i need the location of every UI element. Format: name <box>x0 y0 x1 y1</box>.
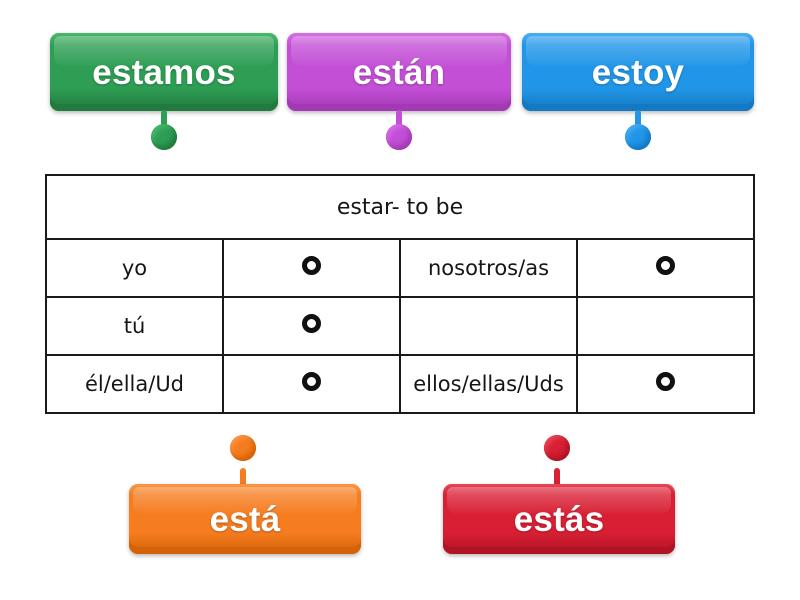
label-text: estamos <box>92 52 236 92</box>
drop-target-dot[interactable] <box>656 372 675 391</box>
draggable-label-esta[interactable]: está <box>129 484 361 554</box>
table-title-row: estar- to be <box>45 174 755 240</box>
drop-target-cell[interactable] <box>576 354 755 414</box>
pin-head <box>625 124 651 150</box>
pin-head <box>151 124 177 150</box>
label-text: estoy <box>591 52 685 92</box>
draggable-label-estas[interactable]: estás <box>443 484 675 554</box>
draggable-label-estan[interactable]: están <box>287 33 511 111</box>
empty-cell <box>576 296 755 356</box>
subject-cell-empty <box>399 296 578 356</box>
conjugation-table: estar- to be yo nosotros/as tú <box>45 174 755 414</box>
drop-target-dot[interactable] <box>302 256 321 275</box>
subject-cell: ellos/ellas/Uds <box>399 354 578 414</box>
drop-target-dot[interactable] <box>302 314 321 333</box>
drop-target-cell[interactable] <box>576 238 755 298</box>
subject-cell: yo <box>45 238 224 298</box>
pin-head <box>230 435 256 461</box>
pin-connector-estamos <box>151 110 177 150</box>
draggable-label-estamos[interactable]: estamos <box>50 33 278 111</box>
chip-background <box>522 33 754 111</box>
pin-stem <box>396 110 402 132</box>
label-text: estás <box>513 499 605 539</box>
chip-background <box>50 33 278 111</box>
drop-target-dot[interactable] <box>656 256 675 275</box>
draggable-label-estoy[interactable]: estoy <box>522 33 754 111</box>
drop-target-dot[interactable] <box>302 372 321 391</box>
drop-target-cell[interactable] <box>222 238 401 298</box>
drop-target-cell[interactable] <box>222 354 401 414</box>
subject-cell: nosotros/as <box>399 238 578 298</box>
pin-stem <box>161 110 167 132</box>
table-row: tú <box>45 296 755 356</box>
drop-target-cell[interactable] <box>222 296 401 356</box>
chip-background <box>443 484 675 554</box>
pin-connector-estas <box>544 435 570 490</box>
table-row: él/ella/Ud ellos/ellas/Uds <box>45 354 755 414</box>
pin-connector-esta <box>230 435 256 490</box>
table-row: yo nosotros/as <box>45 238 755 298</box>
table-title: estar- to be <box>45 174 755 240</box>
chip-background <box>129 484 361 554</box>
chip-background <box>287 33 511 111</box>
pin-connector-estoy <box>625 110 651 150</box>
subject-cell: tú <box>45 296 224 356</box>
label-text: está <box>209 499 281 539</box>
label-text: están <box>352 52 446 92</box>
pin-stem <box>635 110 641 132</box>
pin-connector-estan <box>386 110 412 150</box>
pin-head <box>544 435 570 461</box>
pin-head <box>386 124 412 150</box>
subject-cell: él/ella/Ud <box>45 354 224 414</box>
